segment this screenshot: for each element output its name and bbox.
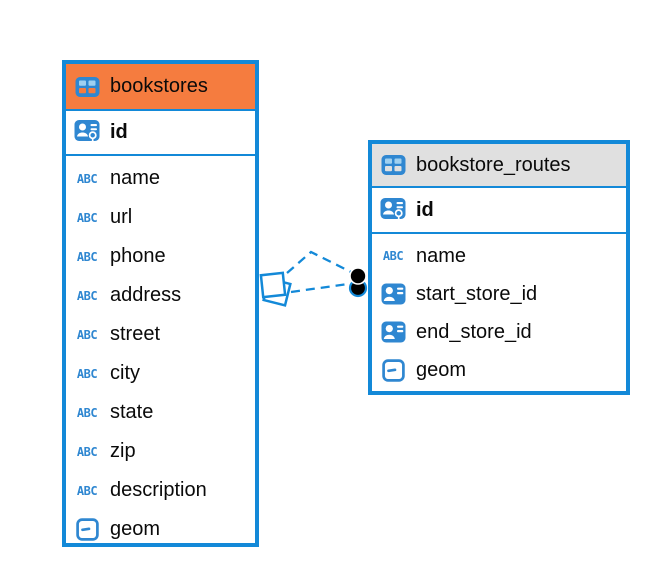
table-header-bookstores[interactable]: bookstores: [66, 64, 255, 111]
table-header-bookstore-routes[interactable]: bookstore_routes: [372, 144, 626, 188]
text-type-icon: ABC: [76, 210, 98, 225]
column-name: id: [416, 198, 434, 221]
column-row[interactable]: geom: [372, 351, 626, 389]
table-title: bookstore_routes: [416, 153, 571, 176]
column-name: city: [110, 362, 140, 384]
geometry-type-icon: [73, 518, 101, 541]
column-row[interactable]: ABC url: [66, 198, 255, 237]
column-name: end_store_id: [416, 320, 532, 343]
table-title: bookstores: [110, 75, 208, 97]
column-name: start_store_id: [416, 282, 538, 305]
column-name: geom: [416, 358, 467, 381]
column-row-id[interactable]: id: [372, 188, 626, 234]
column-name: address: [110, 284, 182, 306]
column-row[interactable]: ABC name: [372, 237, 626, 275]
text-type-icon: ABC: [76, 483, 98, 498]
column-name: street: [110, 323, 161, 345]
column-name: description: [110, 479, 207, 501]
foreign-key-icon: [379, 282, 407, 306]
table-bookstores[interactable]: bookstores id ABC name: [62, 60, 259, 547]
column-row[interactable]: ABC street: [66, 315, 255, 354]
column-row-id[interactable]: id: [66, 111, 255, 156]
column-row[interactable]: ABC address: [66, 276, 255, 315]
column-name: state: [110, 401, 154, 423]
relationship-line-upper[interactable]: [286, 250, 352, 274]
geometry-type-icon: [379, 358, 407, 382]
text-type-icon: ABC: [76, 171, 98, 186]
text-type-icon: ABC: [382, 249, 404, 263]
text-type-icon: ABC: [76, 366, 98, 381]
primary-key-icon: [73, 119, 101, 146]
column-row[interactable]: ABC name: [66, 159, 255, 198]
text-type-icon: ABC: [76, 327, 98, 342]
column-row[interactable]: ABC phone: [66, 237, 255, 276]
table-icon: [379, 153, 407, 177]
one-side-marker-icon[interactable]: [348, 267, 368, 298]
column-row[interactable]: end_store_id: [372, 313, 626, 351]
column-list: ABC name start_store_id: [372, 234, 626, 389]
many-side-marker-icon[interactable]: [259, 271, 292, 307]
column-row[interactable]: ABC zip: [66, 432, 255, 471]
column-row[interactable]: ABC city: [66, 354, 255, 393]
column-name: name: [416, 244, 467, 267]
text-type-icon: ABC: [76, 249, 98, 264]
column-list: ABC name ABC url ABC phone ABC address A…: [66, 156, 255, 549]
column-name: geom: [110, 518, 161, 540]
column-row[interactable]: ABC state: [66, 393, 255, 432]
column-row[interactable]: geom: [66, 510, 255, 549]
foreign-key-icon: [379, 320, 407, 344]
column-name: name: [110, 167, 161, 189]
column-row[interactable]: ABC description: [66, 471, 255, 510]
column-name: id: [110, 121, 128, 143]
text-type-icon: ABC: [76, 288, 98, 303]
table-icon: [73, 75, 101, 99]
text-type-icon: ABC: [76, 405, 98, 420]
table-bookstore-routes[interactable]: bookstore_routes id ABC name: [368, 140, 630, 395]
column-name: url: [110, 206, 133, 228]
column-name: zip: [110, 440, 136, 462]
column-row[interactable]: start_store_id: [372, 275, 626, 313]
primary-key-icon: [379, 197, 407, 224]
column-name: phone: [110, 245, 166, 267]
text-type-icon: ABC: [76, 444, 98, 459]
relationship-line-lower[interactable]: [290, 282, 349, 294]
